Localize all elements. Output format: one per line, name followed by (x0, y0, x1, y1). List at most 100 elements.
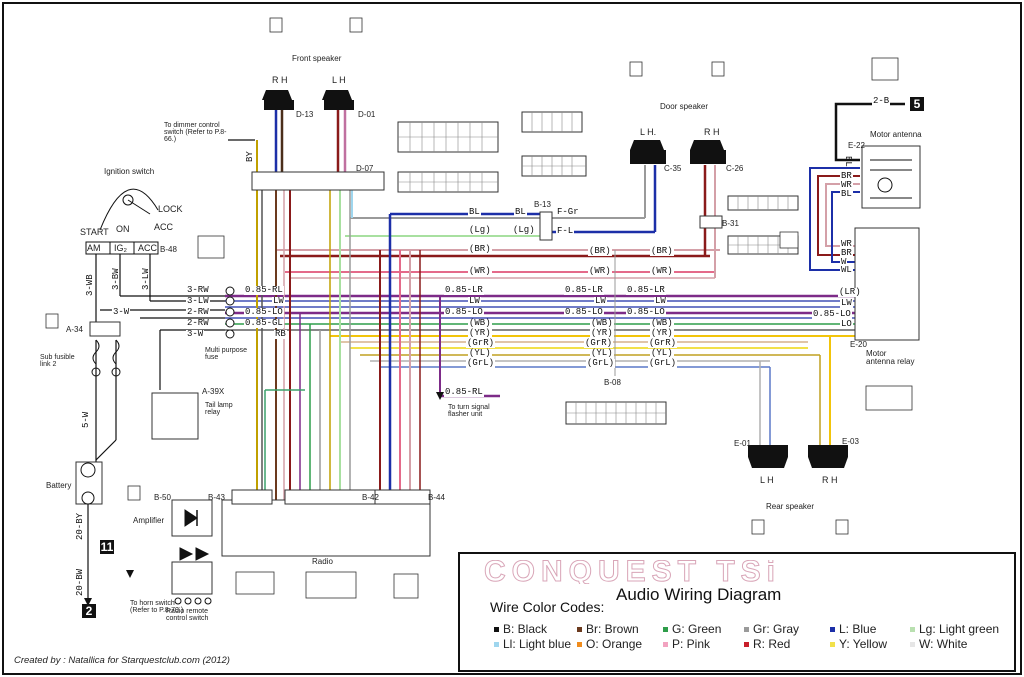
color-code: W: (919, 637, 937, 651)
wire-label: (YL) (590, 348, 614, 358)
color-code: P: (672, 637, 687, 651)
wire-label: 5-W (81, 411, 91, 428)
b44-label: B-44 (428, 493, 445, 502)
wire-label: (GrL) (466, 358, 496, 368)
wire-label: BY (245, 151, 255, 162)
color-name: Black (517, 622, 548, 636)
door-lh-label: L H. (640, 127, 657, 137)
color-code: Ll: (503, 637, 520, 651)
wire-label: RB (274, 329, 287, 339)
wire-label: 0.85-LR (564, 285, 604, 295)
b13-label: B-13 (534, 200, 551, 209)
multi-purpose-fuse-label: Multi purpose fuse (205, 347, 248, 361)
speaker-shapes (262, 90, 848, 468)
wire-label: (YL) (650, 348, 674, 358)
legend-item: Y: Yellow (830, 637, 887, 651)
amplifier-symbol (174, 509, 212, 605)
wire-label: (WR) (588, 266, 612, 276)
wire-label: BR (840, 248, 853, 258)
color-name: Light blue (519, 637, 572, 651)
color-swatch (744, 642, 749, 648)
wire-label: (WR) (650, 266, 674, 276)
d13-label: D-13 (296, 110, 314, 119)
wire-label: (GrR) (584, 338, 614, 348)
wire-label: W (840, 257, 848, 267)
color-swatch (744, 627, 749, 633)
wire-label: (GrR) (648, 338, 678, 348)
brand-banner: CONQUEST TSi (484, 560, 782, 584)
wire-label: 0.85-RL (244, 285, 284, 295)
rear-lh-label: L H (760, 475, 774, 485)
wire-label: BL (840, 189, 853, 199)
motor-antenna-internal (870, 159, 912, 199)
connector-blocks (75, 111, 921, 595)
motor-antenna-label: Motor antenna (870, 130, 922, 139)
legend-item: O: Orange (577, 637, 642, 651)
wire-label: 0.85-LO (812, 309, 852, 319)
wire-label: WL (840, 265, 853, 275)
color-name: Blue (852, 622, 877, 636)
radio-remote-label: Radio remote control switch (166, 608, 209, 622)
wire-label: 3-BW (111, 268, 121, 290)
color-code: R: (753, 637, 769, 651)
color-name: Gray (773, 622, 800, 636)
wire-label: 0.85-GL (244, 318, 284, 328)
color-code: Y: (839, 637, 853, 651)
color-swatch (910, 642, 915, 648)
wire-label: (BR) (468, 244, 492, 254)
wire-color-legend: CONQUEST TSi Audio Wiring Diagram Wire C… (458, 552, 1016, 672)
ignition-switch-drawing (85, 188, 159, 255)
b42-label: B-42 (362, 493, 379, 502)
turn-signal-label: To turn signal flasher unit (448, 404, 490, 418)
e03-label: E-03 (842, 437, 859, 446)
rear-rh-label: R H (822, 475, 838, 485)
wire-label: (WB) (590, 318, 614, 328)
wire-label: 3-RW (186, 285, 210, 295)
color-name: White (936, 637, 968, 651)
wire-label: 0.85-LR (444, 285, 484, 295)
acc-position-label: ACC (154, 222, 174, 232)
connector-cells (398, 112, 798, 424)
wire-label: 0.85-LO (244, 307, 284, 317)
wire-label: F-Gr (556, 207, 580, 217)
legend-item: Br: Brown (577, 622, 639, 636)
wire-label: 0.85-LO (564, 307, 604, 317)
wire-label: (GrR) (466, 338, 496, 348)
color-swatch (910, 627, 915, 633)
start-label: START (80, 227, 109, 237)
color-code: L: (839, 622, 853, 636)
color-name: Red (768, 637, 791, 651)
wire-label: (LR) (838, 287, 862, 297)
ref-badge-5: 5 (910, 97, 924, 111)
wire-label: 0.85-LR (626, 285, 666, 295)
wire-label: BL (843, 156, 853, 167)
wire-label: LW (840, 298, 853, 308)
small-connector-icons (45, 17, 913, 599)
ignition-switch-label: Ignition switch (104, 167, 155, 176)
color-swatch (494, 627, 499, 633)
legend-item: Gr: Gray (744, 622, 799, 636)
wire-label: (Lg) (468, 225, 492, 235)
color-code: Br: (586, 622, 605, 636)
fuse-symbols (80, 339, 121, 505)
wire-label: LW (272, 296, 285, 306)
color-code: Lg: (919, 622, 940, 636)
radio-label: Radio (312, 557, 333, 566)
wire-label: LO (840, 319, 853, 329)
wire-label: BL (514, 207, 527, 217)
arrows (84, 392, 444, 606)
color-name: Green (688, 622, 722, 636)
acc-terminal-label: ACC (138, 243, 158, 253)
color-name: Orange (602, 637, 643, 651)
wire-label: 2-RW (186, 318, 210, 328)
d07-label: D-07 (356, 164, 374, 173)
wire-label: (BR) (650, 246, 674, 256)
wire-label: WR (840, 180, 853, 190)
wire-label: 2-RW (186, 307, 210, 317)
front-rh-label: R H (272, 75, 288, 85)
legend-item: L: Blue (830, 622, 876, 636)
wire-label: 3-LW (186, 296, 210, 306)
e20-label: E-20 (850, 340, 867, 349)
